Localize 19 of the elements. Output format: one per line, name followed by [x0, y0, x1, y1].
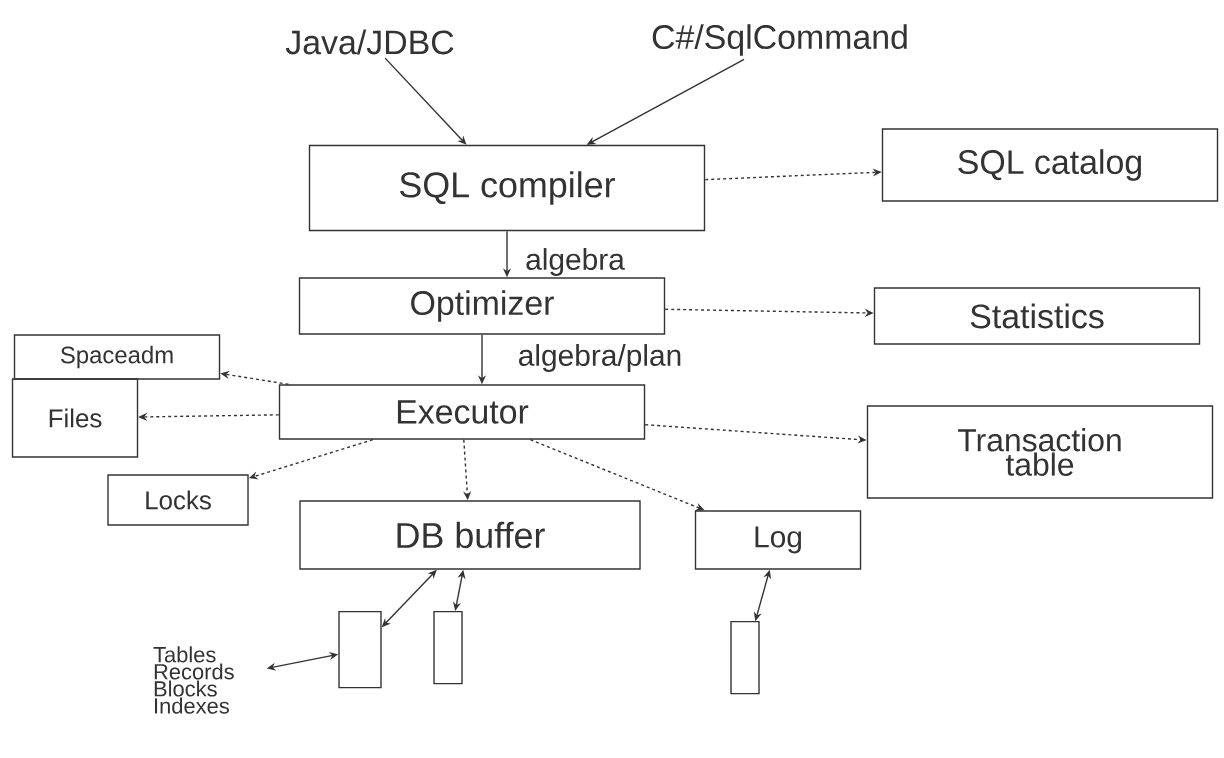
edge-label: algebra/plan: [516, 343, 684, 373]
component-box: SQL catalog: [881, 128, 1219, 202]
component-box: Log: [694, 510, 862, 570]
edge-label: algebra: [524, 247, 626, 277]
component-box: Executor: [278, 384, 646, 440]
cylinder-symbol: [338, 610, 382, 689]
component-box: Transaction table: [866, 405, 1214, 499]
component-box: Statistics: [873, 287, 1201, 345]
component-box: Files: [11, 378, 139, 458]
label-text: C#/SqlCommand: [652, 24, 907, 56]
component-box: Optimizer: [298, 277, 666, 335]
component-box: DB buffer: [299, 500, 641, 570]
cylinder-symbol: [730, 620, 760, 695]
component-box: SQL compiler: [308, 144, 706, 232]
cylinder-symbol: [433, 610, 463, 685]
component-box: Locks: [107, 474, 249, 526]
component-box: Spaceadm: [13, 334, 221, 380]
label-text: Java/JDBC: [285, 29, 454, 55]
label-text: Tables Records Blocks Indexes: [153, 646, 234, 714]
